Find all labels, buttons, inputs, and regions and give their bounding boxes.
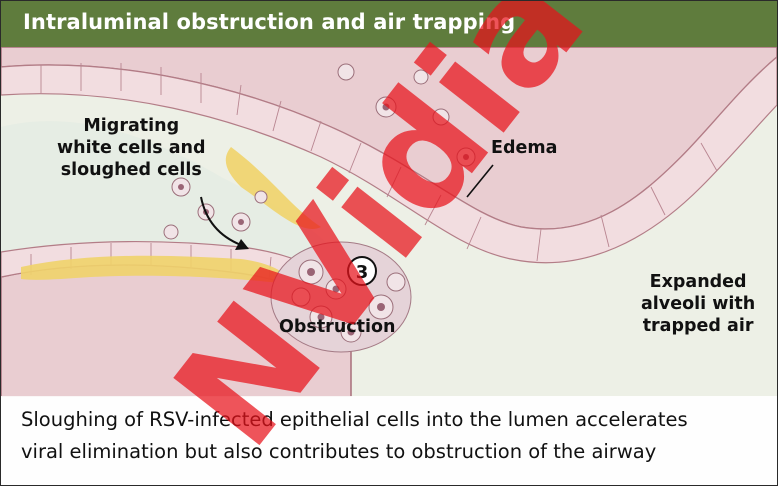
step-number: 3: [356, 262, 369, 283]
obstruction-label: Obstruction: [279, 316, 396, 338]
edema-label: Edema: [491, 137, 557, 159]
migrating-cells-label: Migrating white cells and sloughed cells: [57, 115, 206, 181]
caption-line-2: viral elimination but also contributes t…: [21, 440, 656, 463]
expanded-alveoli-label: Expanded alveoli with trapped air: [641, 271, 755, 337]
caption-line-1: Sloughing of RSV-infected epithelial cel…: [21, 408, 688, 431]
caption-box: Sloughing of RSV-infected epithelial cel…: [1, 396, 777, 485]
title-bar: Intraluminal obstruction and air trappin…: [1, 1, 777, 47]
panel-title: Intraluminal obstruction and air trappin…: [23, 10, 515, 34]
airway-illustration: 3: [1, 47, 777, 397]
